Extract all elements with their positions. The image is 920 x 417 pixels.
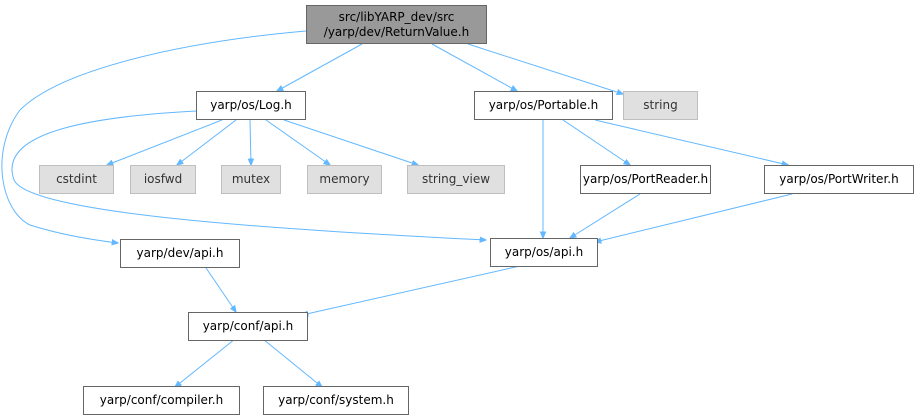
edge-log-to-cstdint bbox=[107, 119, 223, 165]
node-log-h[interactable]: yarp/os/Log.h bbox=[196, 91, 306, 120]
edge-portwriter-to-os-api bbox=[595, 193, 793, 242]
node-port-reader-h[interactable]: yarp/os/PortReader.h bbox=[580, 165, 711, 194]
node-return-value-h-line1: src/libYARP_dev/src bbox=[338, 9, 455, 24]
node-mutex: mutex bbox=[221, 165, 281, 194]
node-string: string bbox=[623, 91, 698, 120]
edge-conf-api-to-compiler bbox=[175, 338, 236, 387]
edge-dev-api-to-conf-api bbox=[203, 264, 236, 312]
edge-portable-to-portwriter bbox=[594, 119, 788, 165]
edge-root-to-log bbox=[277, 43, 363, 91]
node-return-value-h: src/libYARP_dev/src /yarp/dev/ReturnValu… bbox=[306, 5, 487, 44]
edge-log-to-iosfwd bbox=[177, 119, 237, 165]
edge-conf-api-to-system bbox=[262, 338, 322, 387]
edge-log-to-mutex bbox=[250, 119, 251, 165]
edge-portable-to-portreader bbox=[562, 119, 630, 165]
edge-root-to-portable bbox=[431, 43, 517, 91]
edge-root-to-string bbox=[467, 43, 623, 94]
node-dev-api-h[interactable]: yarp/dev/api.h bbox=[120, 239, 240, 268]
node-memory: memory bbox=[307, 165, 382, 194]
node-iosfwd: iosfwd bbox=[130, 165, 196, 194]
node-conf-api-h[interactable]: yarp/conf/api.h bbox=[188, 312, 308, 341]
node-string-view: string_view bbox=[407, 165, 505, 194]
edge-log-to-memory bbox=[265, 119, 330, 165]
node-os-api-h[interactable]: yarp/os/api.h bbox=[490, 238, 598, 267]
node-conf-system-h[interactable]: yarp/conf/system.h bbox=[263, 386, 409, 415]
edge-root-to-dev-api bbox=[1, 30, 307, 243]
edge-portreader-to-os-api bbox=[570, 193, 641, 238]
node-return-value-h-line2: /yarp/dev/ReturnValue.h bbox=[323, 24, 470, 39]
edge-os-api-to-conf-api bbox=[302, 265, 521, 315]
node-cstdint: cstdint bbox=[39, 165, 114, 194]
edge-log-to-string-view bbox=[283, 119, 418, 165]
edge-log-to-os-api bbox=[11, 110, 486, 240]
node-port-writer-h[interactable]: yarp/os/PortWriter.h bbox=[764, 165, 914, 194]
node-conf-compiler-h[interactable]: yarp/conf/compiler.h bbox=[83, 386, 240, 415]
node-portable-h[interactable]: yarp/os/Portable.h bbox=[474, 91, 613, 120]
